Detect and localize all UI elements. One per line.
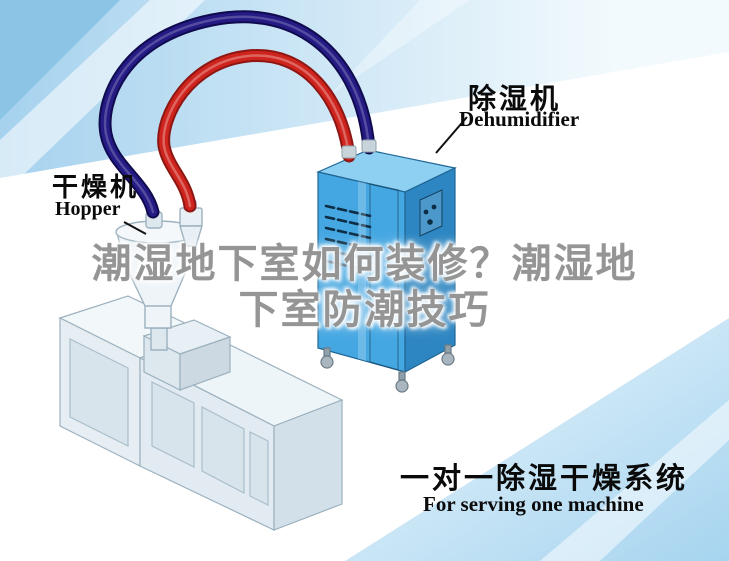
panel-knob-1 <box>423 209 429 215</box>
return-hose-highlight <box>103 15 371 214</box>
white-streak-top2 <box>330 0 470 95</box>
watermark-line-2: 下室防潮技巧 <box>238 288 491 332</box>
caster-wheel <box>441 352 455 366</box>
hose-fitting-red <box>341 145 357 159</box>
caster-wheel <box>395 379 409 393</box>
vent-louvers <box>324 204 372 273</box>
caption-subtitle-en: For serving one machine <box>423 492 644 516</box>
panel-knob-3 <box>427 219 433 225</box>
hopper-dryer <box>115 199 203 351</box>
caption-title-zh: 一对一除湿干燥系统 <box>400 463 689 495</box>
hopper-neck <box>150 327 168 351</box>
cyclone-separator <box>179 199 203 247</box>
cyclone-cone <box>179 225 203 247</box>
sky-band-top <box>0 0 729 178</box>
machine-panel-2 <box>151 381 195 468</box>
pointer-line-hopper <box>123 221 147 235</box>
watermark-line-1: 潮湿地下室如何装修？潮湿地 <box>91 242 638 286</box>
casters <box>320 344 455 393</box>
panel-knob-2 <box>431 204 437 210</box>
white-streak-bottom <box>540 400 729 561</box>
machine-panel-4 <box>249 431 269 506</box>
control-panel <box>419 189 443 237</box>
caster-wheel <box>320 355 334 369</box>
pointer-line-dehumidifier <box>435 116 468 154</box>
hopper-mount-side <box>179 336 231 391</box>
sky-corner-topleft <box>0 0 120 120</box>
hose-fitting-blue <box>361 139 377 153</box>
dehumidifier-unit <box>316 149 457 393</box>
supply-hose-red <box>159 51 354 211</box>
supply-hose-highlight <box>162 54 351 208</box>
dryer-label-zh: 干燥机 <box>52 172 140 202</box>
cabinet-reflection <box>358 181 366 361</box>
machine-panel-1 <box>69 338 129 447</box>
cabinet-door-outline <box>369 183 399 371</box>
dehumidifier-label-zh: 除湿机 <box>468 83 562 114</box>
dryer-label-en: Hopper <box>55 198 121 220</box>
return-hose-blue <box>100 12 374 217</box>
machine-panel-3 <box>201 406 245 494</box>
dehumidifier-label-en: Dehumidifier <box>459 107 580 131</box>
machine-end-face <box>273 399 343 531</box>
hoses <box>98 10 376 219</box>
injection-machine <box>58 295 344 531</box>
